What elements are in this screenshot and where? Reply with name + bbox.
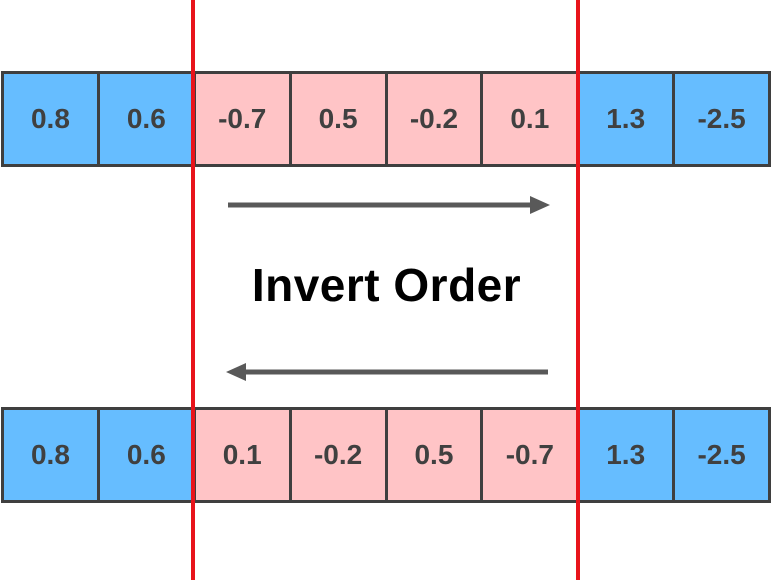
array-cell: 0.6	[99, 410, 196, 500]
diagram-title: Invert Order	[251, 259, 522, 311]
right-arrow-icon	[228, 196, 550, 214]
array-cell: -2.5	[675, 410, 768, 500]
array-cell: -0.2	[387, 74, 484, 164]
top-array-row: 0.8 0.6 -0.7 0.5 -0.2 0.1 1.3 -2.5	[1, 71, 771, 167]
array-cell: -2.5	[675, 74, 768, 164]
left-arrow-icon	[226, 363, 548, 381]
array-cell: -0.2	[291, 410, 388, 500]
array-cell: 0.5	[291, 74, 388, 164]
array-cell: -0.7	[483, 410, 580, 500]
array-cell: 1.3	[579, 410, 676, 500]
bottom-array-row: 0.8 0.6 0.1 -0.2 0.5 -0.7 1.3 -2.5	[1, 407, 771, 503]
array-cell: 1.3	[579, 74, 676, 164]
array-cell: -0.7	[195, 74, 292, 164]
array-cell: 0.1	[195, 410, 292, 500]
array-cell: 0.8	[4, 410, 100, 500]
array-cell: 0.8	[4, 74, 100, 164]
array-cell: 0.5	[387, 410, 484, 500]
